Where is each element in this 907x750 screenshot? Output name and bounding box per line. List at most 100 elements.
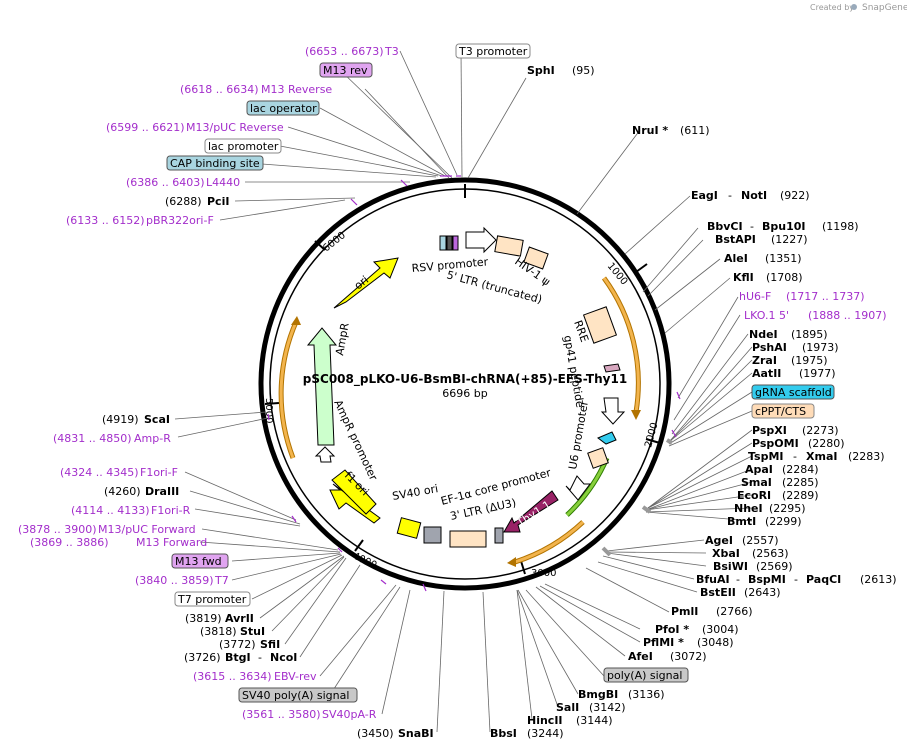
label-bbsi[interactable]: BbsI (3244) xyxy=(490,727,564,740)
label-polya-signal[interactable]: poly(A) signal xyxy=(603,667,689,683)
label-snabi[interactable]: (3450) SnaBI xyxy=(357,727,434,740)
feature-grna-scaffold[interactable] xyxy=(597,431,617,445)
feature-3ltr-box[interactable] xyxy=(449,530,487,548)
label-f1ori-r[interactable]: (4114 .. 4133) F1ori-R xyxy=(71,504,191,517)
label-pflmi[interactable]: PflMI * (3048) xyxy=(643,636,734,649)
label-xbai[interactable]: XbaI (2563) xyxy=(712,547,789,560)
feature-sv40-ori-box[interactable] xyxy=(396,517,422,539)
feature-u6-promoter[interactable] xyxy=(600,397,626,425)
label-hincii[interactable]: HincII (3144) xyxy=(527,714,613,727)
label-t7-promoter[interactable]: T7 promoter xyxy=(174,591,251,607)
feature-gp41[interactable] xyxy=(603,363,621,373)
label-m13-rev[interactable]: M13 rev xyxy=(319,62,373,78)
label-eagi-noti[interactable]: EagI - NotI (922) xyxy=(691,189,810,202)
label-sv40pa-r[interactable]: (3561 .. 3580) SV40pA-R xyxy=(242,708,377,721)
label-l4440[interactable]: (6386 .. 6403) L4440 xyxy=(126,176,240,189)
label-cppt-cts[interactable]: cPPT/CTS xyxy=(751,403,815,419)
label-sphi[interactable]: SphI (95) xyxy=(527,64,595,77)
label-m13-puc-forward[interactable]: (3878 .. 3900) M13/pUC Forward xyxy=(18,523,196,536)
label-apai[interactable]: ApaI (2284) xyxy=(745,463,819,476)
feature-rre-box[interactable] xyxy=(582,306,618,344)
svg-text:(3450): (3450) xyxy=(357,727,394,740)
svg-text:PciI: PciI xyxy=(207,195,229,208)
label-bsiwi[interactable]: BsiWI (2569) xyxy=(713,560,793,573)
label-nhei[interactable]: NheI (2295) xyxy=(734,502,806,515)
label-pcii[interactable]: (6288) PciI xyxy=(165,195,229,208)
svg-text:EagI: EagI xyxy=(691,189,718,202)
svg-text:hU6-F: hU6-F xyxy=(739,290,771,303)
label-ecori[interactable]: EcoRI (2289) xyxy=(737,489,819,502)
label-m13-puc-reverse[interactable]: (6599 .. 6621) M13/pUC Reverse xyxy=(106,121,284,134)
label-lac-operator[interactable]: lac operator xyxy=(246,100,320,116)
label-avrii[interactable]: (3819) AvrII xyxy=(185,612,254,625)
feature-cppt-box[interactable] xyxy=(587,447,609,469)
label-ndei[interactable]: NdeI (1895) xyxy=(749,328,828,341)
feature-ampr[interactable] xyxy=(306,327,338,446)
feature-small-gray[interactable] xyxy=(494,527,504,544)
feature-efs-promoter-arrow[interactable] xyxy=(565,475,591,501)
label-nrui[interactable]: NruI * (611) xyxy=(632,124,710,137)
svg-text:SmaI: SmaI xyxy=(741,476,772,489)
svg-text:(3048): (3048) xyxy=(697,636,734,649)
label-f1ori-f[interactable]: (4324 .. 4345) F1ori-F xyxy=(60,466,178,479)
label-lac-promoter[interactable]: lac promoter xyxy=(204,138,282,154)
feature-thy11[interactable] xyxy=(503,490,559,533)
label-m13-fwd[interactable]: M13 fwd xyxy=(171,553,229,569)
svg-text:M13 fwd: M13 fwd xyxy=(175,555,222,568)
label-sv40-polya-signal[interactable]: SV40 poly(A) signal xyxy=(238,687,358,703)
svg-text:(3136): (3136) xyxy=(628,688,665,701)
label-scai[interactable]: (4919) ScaI xyxy=(102,413,170,426)
feature-sv40-polya-box[interactable] xyxy=(423,526,442,544)
label-alei[interactable]: AleI (1351) xyxy=(724,252,802,265)
svg-text:PmlI: PmlI xyxy=(671,605,698,618)
label-smai[interactable]: SmaI (2285) xyxy=(741,476,819,489)
label-aatii[interactable]: AatII (1977) xyxy=(752,367,836,380)
label-kfli[interactable]: KflI (1708) xyxy=(733,271,803,284)
label-agei[interactable]: AgeI (2557) xyxy=(705,534,779,547)
label-bfuai-bspmi-paqci[interactable]: BfuAI - BspMI - PaqCI (2613) xyxy=(696,573,897,586)
feature-ori[interactable] xyxy=(333,257,399,309)
label-zrai[interactable]: ZraI (1975) xyxy=(752,354,828,367)
feature-5ltr-box[interactable] xyxy=(494,235,524,257)
label-stui[interactable]: (3818) StuI xyxy=(200,625,265,638)
label-amp-r[interactable]: (4831 .. 4850) Amp-R xyxy=(53,432,171,445)
label-pspxi[interactable]: PspXI (2273) xyxy=(752,424,839,437)
label-t3-promoter[interactable]: T3 promoter xyxy=(455,43,531,59)
feature-lac-stack[interactable] xyxy=(439,235,459,251)
svg-text:-: - xyxy=(794,573,798,586)
label-pfoi[interactable]: PfoI * (3004) xyxy=(655,623,739,636)
label-pbr322ori-f[interactable]: (6133 .. 6152) pBR322ori-F xyxy=(66,214,214,227)
label-pspomi[interactable]: PspOMI (2280) xyxy=(752,437,845,450)
label-bsteii[interactable]: BstEII (2643) xyxy=(700,586,781,599)
svg-text:(3840 .. 3859): (3840 .. 3859) xyxy=(135,574,214,587)
label-sali[interactable]: SalI (3142) xyxy=(556,701,626,714)
label-t3[interactable]: (6653 .. 6673) T3 xyxy=(305,45,399,58)
feature-ampr-promoter[interactable] xyxy=(314,446,336,463)
label-btgi-ncoi[interactable]: (3726) BtgI - NcoI xyxy=(184,651,297,664)
svg-text:PspOMI: PspOMI xyxy=(752,437,799,450)
label-pshai[interactable]: PshAI (1973) xyxy=(752,341,839,354)
label-m13-reverse[interactable]: (6618 .. 6634) M13 Reverse xyxy=(180,83,332,96)
feature-f1-ori[interactable] xyxy=(329,469,381,524)
label-sfii[interactable]: (3772) SfiI xyxy=(219,638,280,651)
label-bstapi[interactable]: BstAPI (1227) xyxy=(715,233,808,246)
label-ebv-rev[interactable]: (3615 .. 3634) EBV-rev xyxy=(193,670,317,683)
label-bmti[interactable]: BmtI (2299) xyxy=(727,515,802,528)
svg-text:SalI: SalI xyxy=(556,701,579,714)
svg-text:(3072): (3072) xyxy=(670,650,707,663)
svg-text:CAP binding site: CAP binding site xyxy=(170,157,260,170)
label-bmgbi[interactable]: BmgBI (3136) xyxy=(578,688,665,701)
label-afei[interactable]: AfeI (3072) xyxy=(628,650,707,663)
label-hu6-f[interactable]: hU6-F (1717 .. 1737) xyxy=(739,290,865,303)
label-m13-forward[interactable]: (3869 .. 3886) M13 Forward xyxy=(30,536,207,549)
label-bbvci[interactable]: BbvCI - Bpu10I (1198) xyxy=(707,220,859,233)
label-pmli[interactable]: PmlI (2766) xyxy=(671,605,753,618)
label-cap-binding-site[interactable]: CAP binding site xyxy=(166,155,264,171)
label-draiii[interactable]: (4260) DraIII xyxy=(104,485,179,498)
feature-rsv-promoter[interactable] xyxy=(465,226,497,254)
label-grna-scaffold[interactable]: gRNA scaffold xyxy=(751,384,835,400)
label-tspmi-xmai[interactable]: TspMI - XmaI (2283) xyxy=(748,450,885,463)
label-lko1-5[interactable]: LKO.1 5' (1888 .. 1907) xyxy=(744,309,887,322)
label-t7[interactable]: (3840 .. 3859) T7 xyxy=(135,574,229,587)
feature-hiv-psi-box[interactable] xyxy=(523,246,549,270)
